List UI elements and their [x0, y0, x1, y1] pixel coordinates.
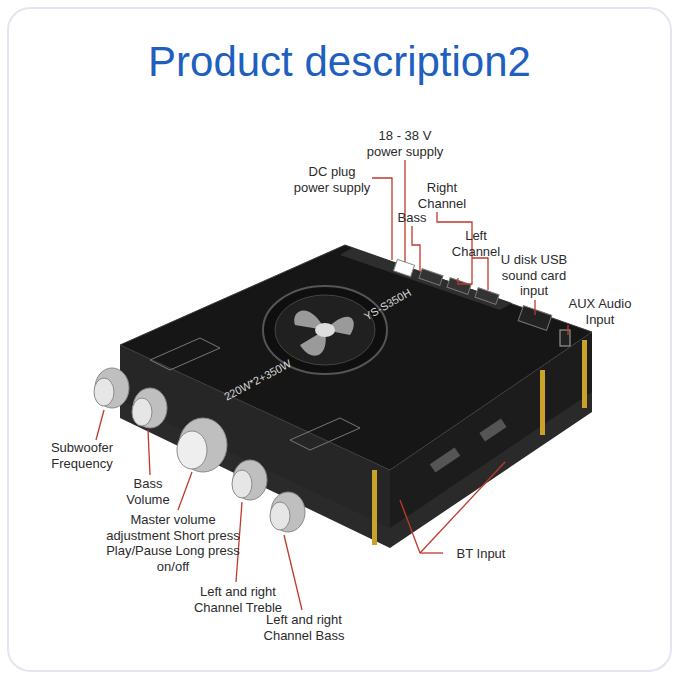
callout-label: Right Channel — [412, 180, 472, 211]
page-title: Product description2 — [0, 38, 679, 86]
callout-label: Left Channel — [446, 228, 506, 259]
callout-label: Left and right Channel Bass — [262, 612, 346, 643]
callout-label: Bass Volume — [118, 476, 178, 507]
callout-label: Master volume adjustment Short press Pla… — [98, 512, 248, 574]
callout-label: DC plug power supply — [292, 164, 372, 195]
callout-label: U disk USB sound card input — [498, 252, 570, 299]
callout-label: BT Input — [446, 546, 516, 562]
callout-label: Left and right Channel Treble — [192, 584, 284, 615]
callout-label: AUX Audio Input — [560, 296, 640, 327]
callout-label: 18 - 38 V power supply — [360, 128, 450, 159]
callout-label: Bass — [392, 210, 432, 226]
callout-label: Subwoofer Frequency — [40, 440, 124, 471]
